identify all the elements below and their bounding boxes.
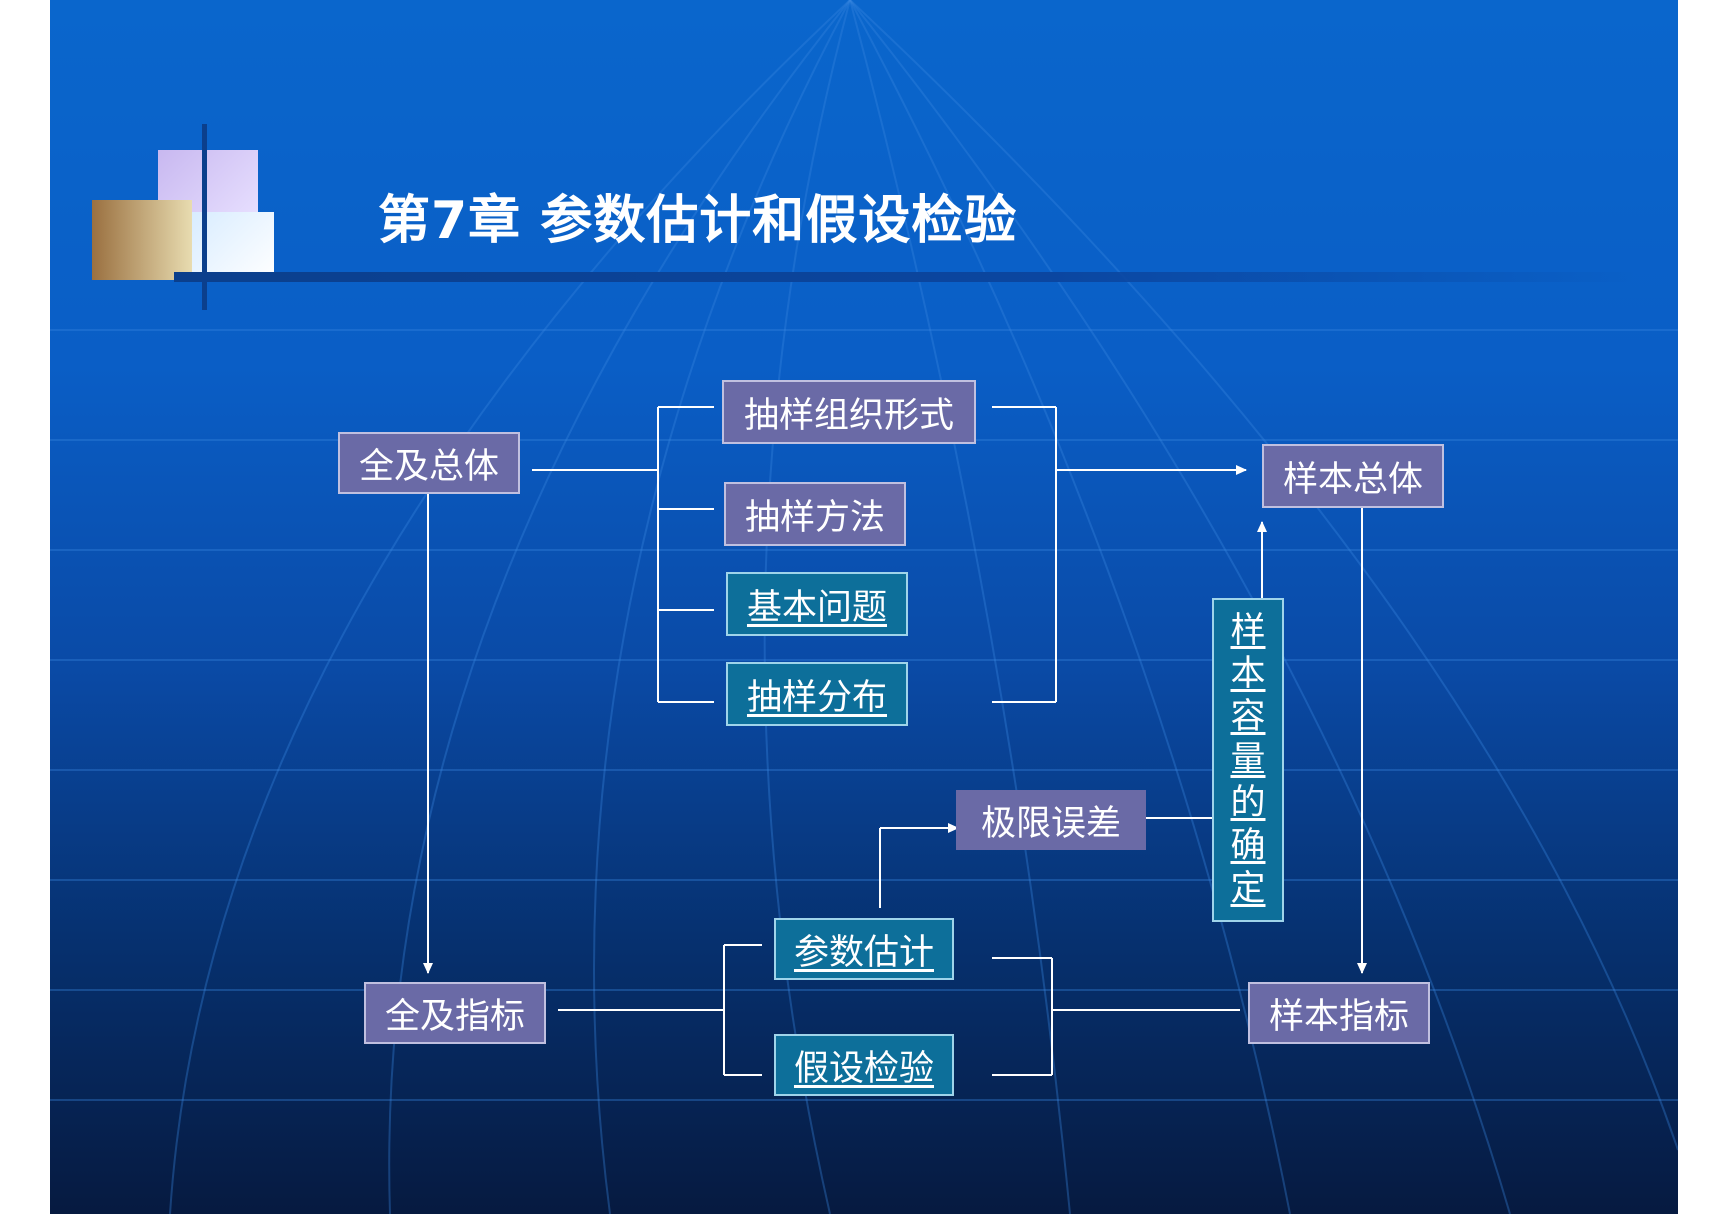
node-population: 全及总体	[338, 432, 520, 494]
node-population-indicator: 全及指标	[364, 982, 546, 1044]
link-hypothesis-testing[interactable]: 假设检验	[774, 1034, 954, 1096]
link-basic-issues[interactable]: 基本问题	[726, 572, 908, 636]
slide-title: 第7章 参数估计和假设检验	[378, 191, 1018, 251]
node-sampling-form: 抽样组织形式	[722, 380, 976, 444]
flowchart-connectors	[423, 406, 1367, 1076]
node-sample-indicator: 样本指标	[1248, 982, 1430, 1044]
logo-square-tan	[92, 200, 192, 280]
link-parameter-estimation[interactable]: 参数估计	[774, 918, 954, 980]
node-sample-population: 样本总体	[1262, 444, 1444, 508]
node-limit-error: 极限误差	[956, 790, 1146, 850]
link-sampling-distribution[interactable]: 抽样分布	[726, 662, 908, 726]
logo-vertical-bar	[202, 124, 207, 310]
title-underline	[174, 272, 1634, 282]
node-sampling-method: 抽样方法	[724, 482, 906, 546]
slide: 第7章 参数估计和假设检验	[50, 0, 1678, 1214]
link-sample-size-determination[interactable]: 样 本 容 量 的 确 定	[1212, 598, 1284, 922]
